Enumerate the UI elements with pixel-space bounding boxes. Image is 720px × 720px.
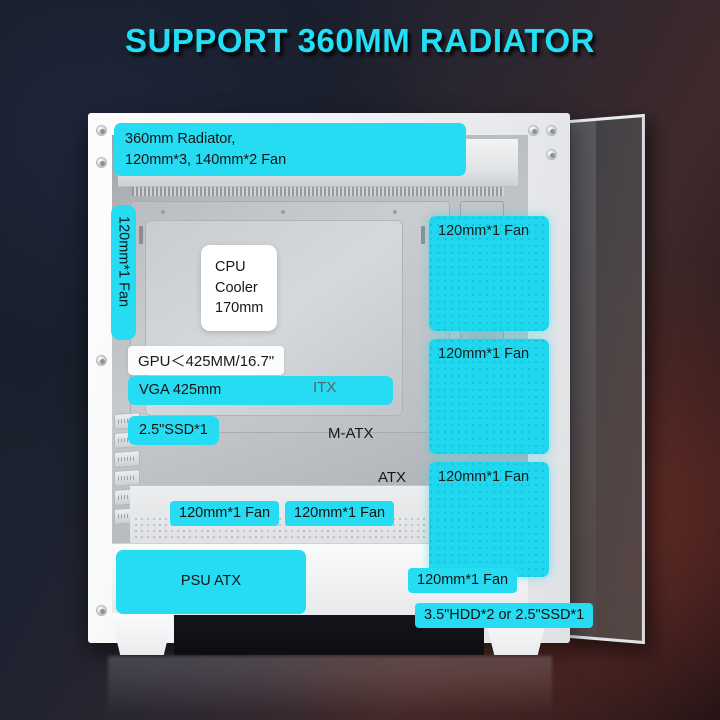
glass-sheen	[570, 120, 596, 638]
case-screw	[546, 149, 557, 160]
vga-length-callout: VGA 425mm	[128, 376, 393, 406]
left-fan-callout: 120mm*1 Fan	[111, 205, 136, 340]
right-fan-panel-3-label: 120mm*1 Fan	[438, 469, 530, 485]
gpu-clearance-callout: GPU＜425MM/16.7"	[128, 346, 285, 375]
case-screw	[96, 125, 107, 136]
standoff-dot	[393, 210, 397, 214]
pci-slot-cover	[114, 450, 140, 468]
form-factor-atx-label: ATX	[378, 469, 407, 486]
right-fan-panel-2-label: 120mm*1 Fan	[438, 346, 530, 362]
form-factor-matx-label: M-ATX	[328, 425, 374, 442]
form-factor-itx-label: ITX	[313, 379, 337, 396]
top-radiator-line-1: 360mm Radiator,	[125, 131, 236, 147]
right-fan-panel-1-label: 120mm*1 Fan	[438, 223, 530, 239]
bottom-fan-right-callout: 120mm*1 Fan	[285, 501, 395, 527]
right-fan-panel-3: 120mm*1 Fan	[429, 462, 549, 577]
side-fan-hdd-callout: 120mm*1 Fan	[408, 568, 518, 594]
page-title: SUPPORT 360MM RADIATOR	[124, 22, 595, 59]
case-screw	[96, 605, 107, 616]
ssd-25-callout: 2.5"SSD*1	[128, 416, 219, 446]
standoff-bar	[421, 226, 425, 244]
case-reflection	[108, 656, 552, 716]
case-screw	[96, 355, 107, 366]
case-screw	[546, 125, 557, 136]
case-foot-left	[110, 613, 174, 655]
tempered-glass-side-panel	[558, 113, 645, 645]
right-fan-panel-2: 120mm*1 Fan	[429, 339, 549, 454]
case-screw	[528, 125, 539, 136]
standoff-dot	[281, 210, 285, 214]
cpu-cooler-line-3: 170mm	[215, 300, 264, 317]
psu-callout-label: PSU ATX	[180, 573, 242, 590]
top-mesh-vent	[132, 187, 504, 196]
bottom-fan-left-callout: 120mm*1 Fan	[170, 501, 280, 527]
standoff-dot	[161, 210, 165, 214]
hdd-bay-callout: 3.5"HDD*2 or 2.5"SSD*1	[415, 603, 594, 629]
cpu-cooler-line-2: Cooler	[215, 279, 258, 296]
cpu-cooler-callout: CPU Cooler 170mm	[201, 245, 278, 331]
top-radiator-line-2: 120mm*3, 140mm*2 Fan	[125, 151, 287, 168]
cpu-cooler-line-1: CPU	[215, 259, 246, 275]
right-fan-panel-1: 120mm*1 Fan	[429, 216, 549, 331]
standoff-bar	[139, 226, 143, 244]
pc-case-illustration: 120mm*1 Fan 120mm*1 Fan 120mm*1 Fan 360m…	[88, 113, 645, 716]
top-radiator-callout: 360mm Radiator, 120mm*3, 140mm*2 Fan	[114, 123, 466, 177]
psu-callout: PSU ATX	[116, 550, 306, 614]
case-screw	[96, 157, 107, 168]
